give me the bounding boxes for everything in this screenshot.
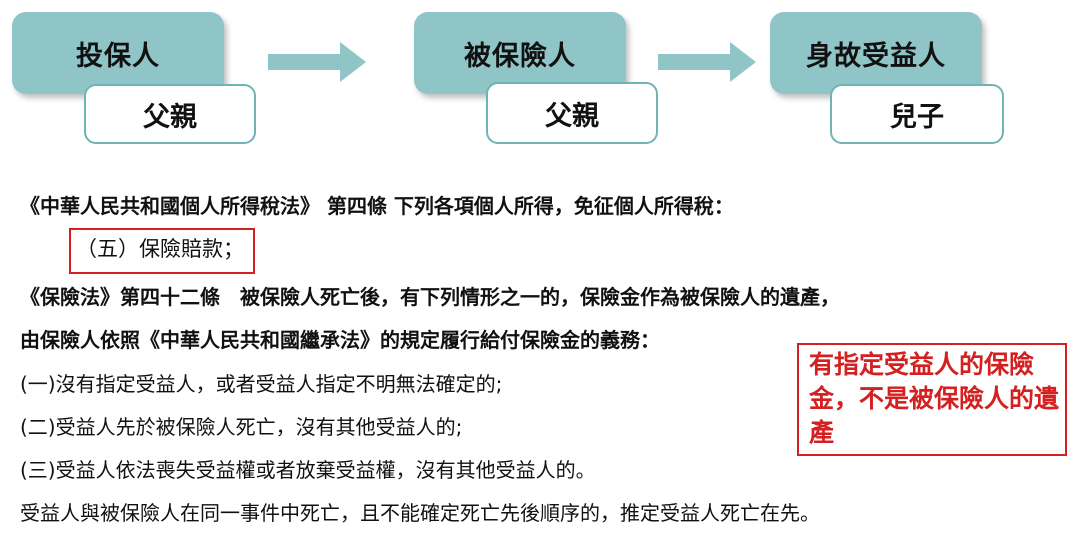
insurance-law-article-42: 《保險法》第四十二條 被保險人死亡後，有下列情形之一的，保險金作為被保險人的遺產… [20, 285, 840, 309]
arrow-right-icon [658, 42, 756, 82]
arrow-right-icon [268, 42, 366, 82]
condition-3: (三)受益人依法喪失受益權或者放棄受益權，沒有其他受益人的。 [20, 458, 596, 482]
tax-law-item-5: （五）保險賠款； [76, 237, 244, 261]
note-box: 有指定受益人的保險金，不是被保險人的遺產 [797, 343, 1067, 456]
highlight-box [69, 228, 255, 274]
role-box-beneficiary: 身故受益人 [770, 12, 982, 94]
condition-1: (一)沒有指定受益人，或者受益人指定不明無法確定的; [20, 372, 503, 396]
insurance-law-article-42-cont: 由保險人依照《中華人民共和國繼承法》的規定履行給付保險金的義務： [20, 328, 660, 352]
person-box-policyholder: 父親 [84, 84, 256, 144]
role-box-insured: 被保險人 [414, 12, 626, 94]
person-box-insured: 父親 [486, 82, 658, 144]
simultaneous-death-rule: 受益人與被保險人在同一事件中死亡，且不能確定死亡先後順序的，推定受益人死亡在先。 [20, 501, 820, 525]
role-box-policyholder: 投保人 [12, 12, 224, 94]
condition-2: (二)受益人先於被保險人死亡，沒有其他受益人的; [20, 415, 463, 439]
person-box-beneficiary: 兒子 [830, 84, 1004, 144]
tax-law-article-4: 《中華人民共和國個人所得稅法》 第四條 下列各項個人所得，免征個人所得稅： [20, 194, 734, 218]
